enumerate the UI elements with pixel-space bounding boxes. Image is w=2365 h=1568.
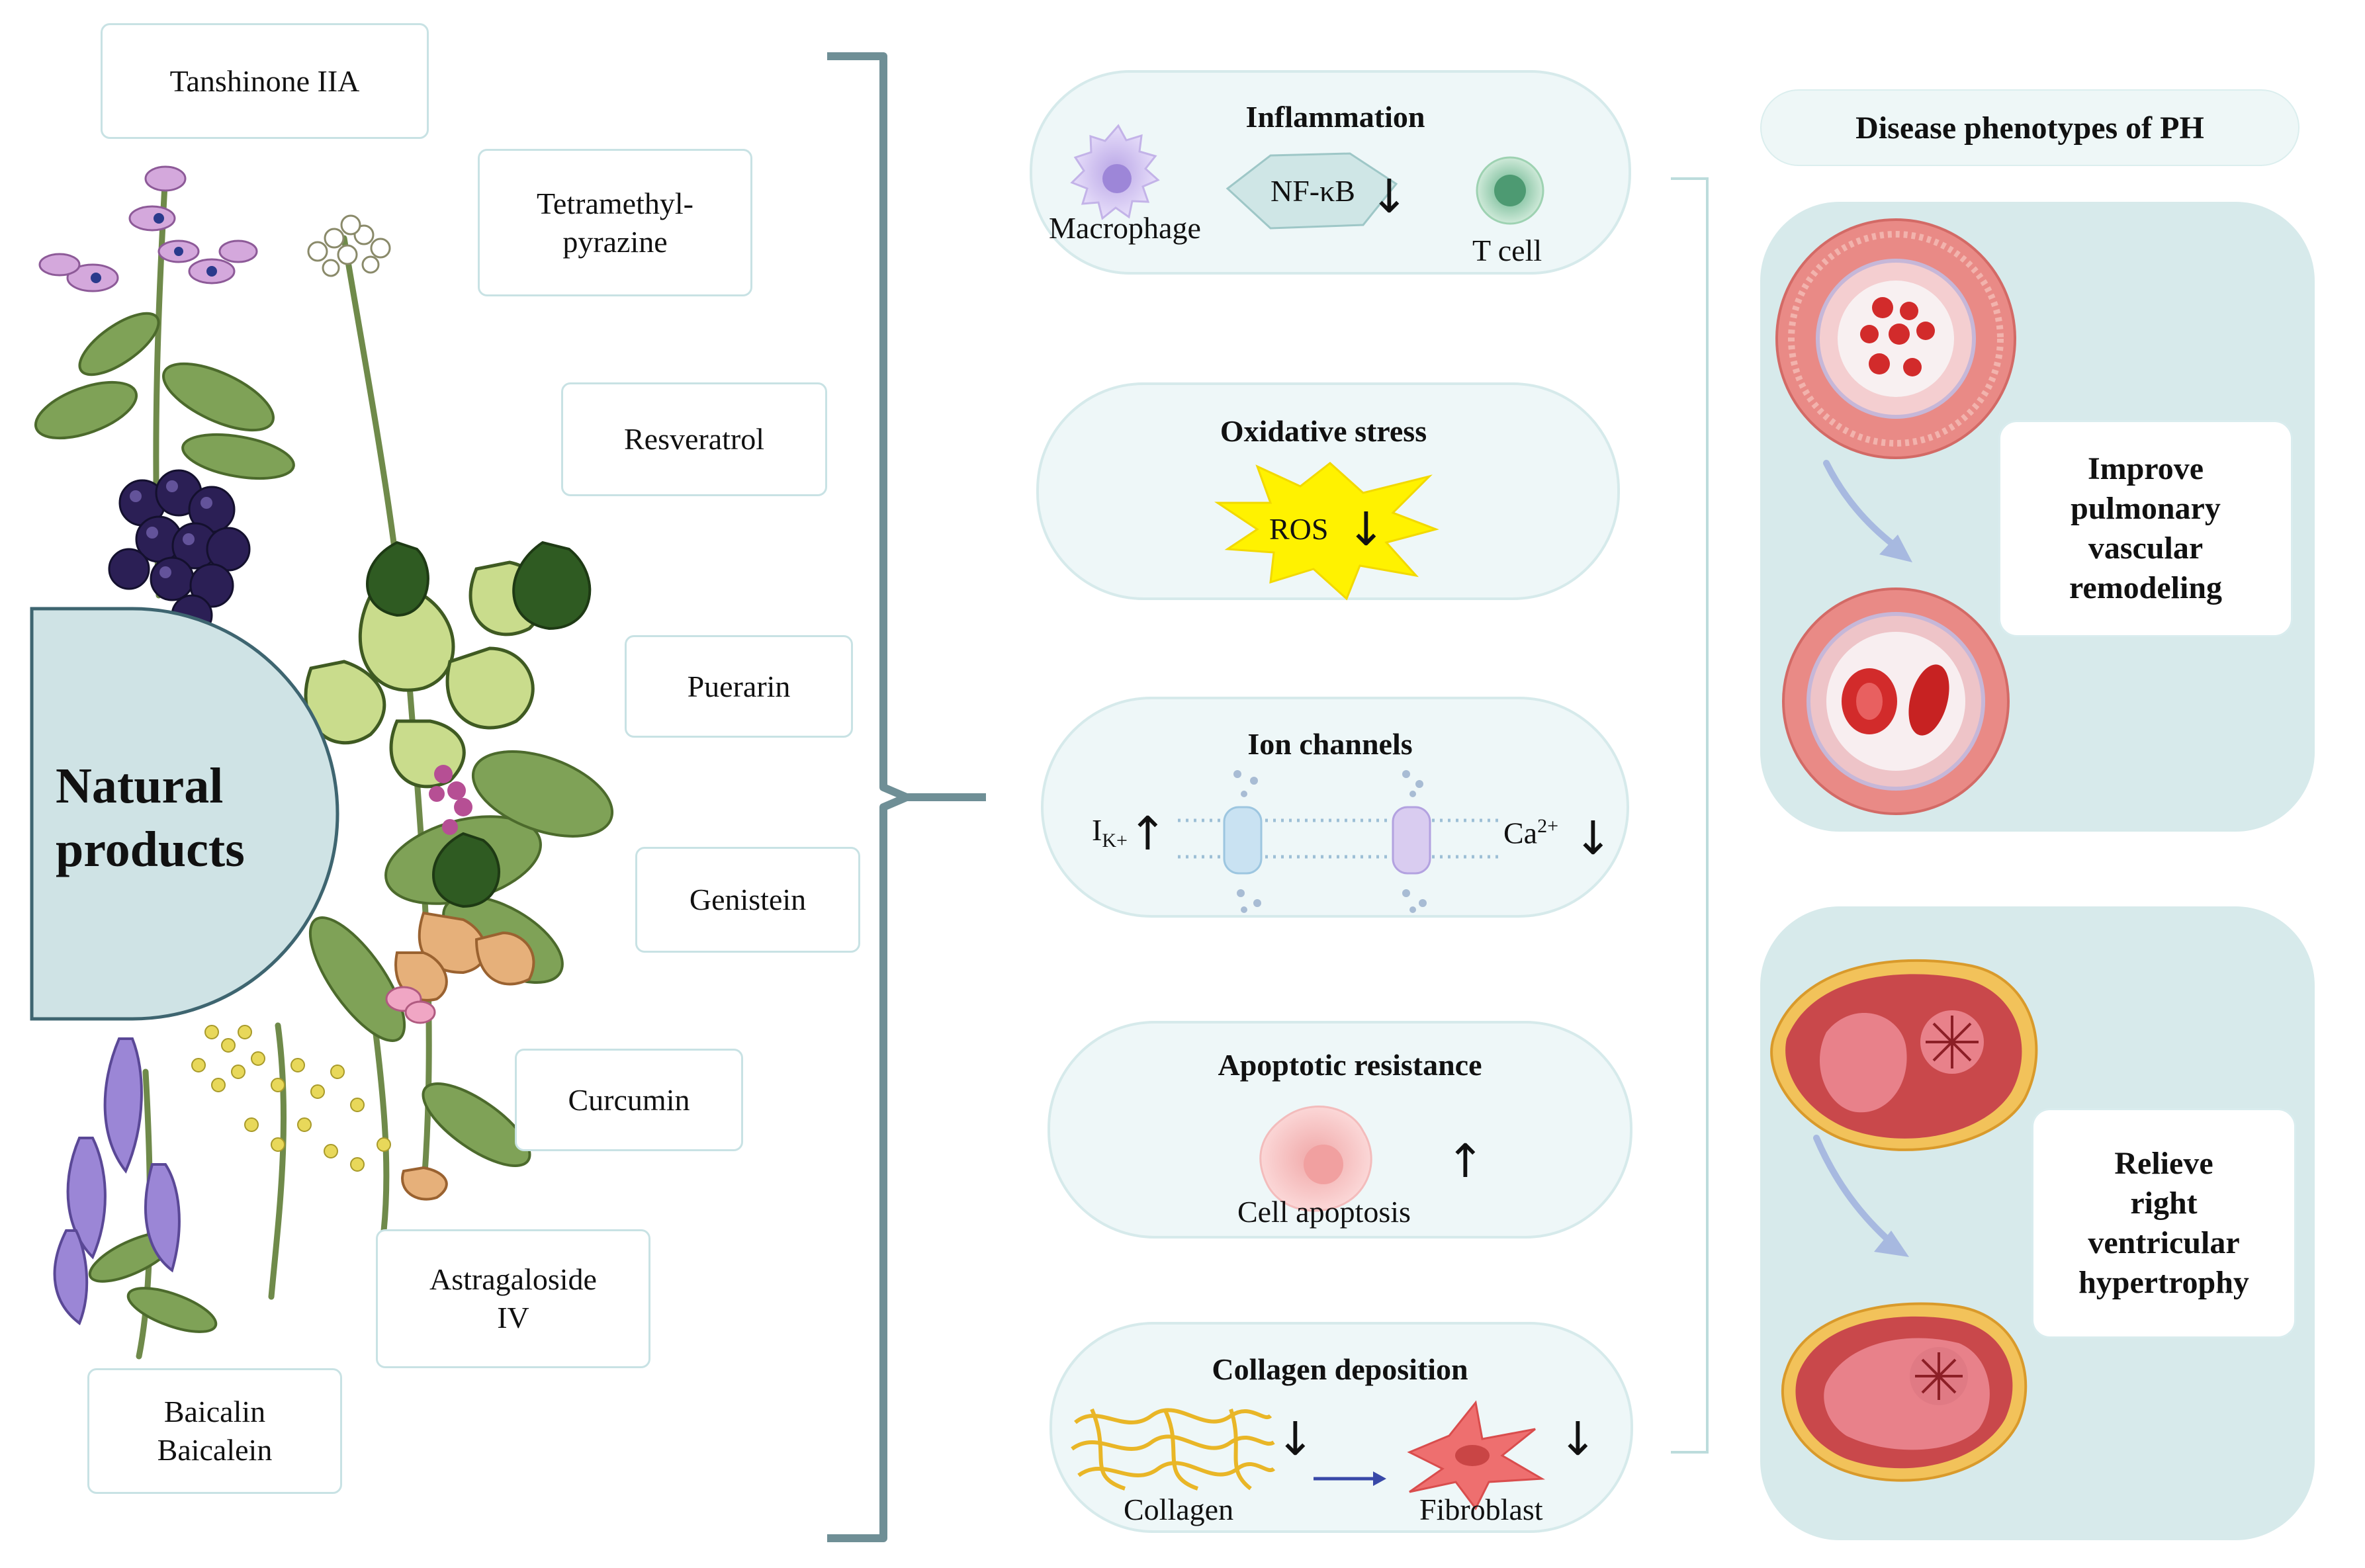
plant-illustrations	[34, 165, 614, 1360]
compound-label: Puerarin	[687, 669, 791, 703]
ion-channels-title: Ion channels	[1247, 727, 1413, 761]
ik-label: IK+	[1092, 812, 1128, 852]
compound-genistein-box: Genistein	[635, 847, 860, 953]
ik-subscript: K+	[1102, 830, 1128, 852]
compound-label: Baicalein	[157, 1433, 273, 1467]
compound-puerarin-box: Puerarin	[625, 635, 853, 738]
phenotype-line: Relieve	[2114, 1146, 2213, 1181]
compound-label: Baicalin	[163, 1395, 266, 1428]
phenotypes-header: Disease phenotypes of PH	[1760, 89, 2299, 166]
tcell-icon	[1476, 156, 1544, 225]
ik-symbol: I	[1092, 813, 1102, 847]
fibroblast-down-arrow: ↓	[1558, 1412, 1597, 1466]
phenotype-line: ventricular	[2088, 1225, 2240, 1260]
ros-burst-icon	[1214, 462, 1439, 601]
compound-label: Genistein	[689, 883, 807, 916]
collagen-down-arrow: ↓	[1276, 1412, 1315, 1466]
macrophage-icon	[1070, 124, 1160, 220]
tcell-label: T cell	[1472, 234, 1542, 267]
ventricular-hypertrophy-box: Relieve right ventricular hypertrophy	[2031, 1108, 2296, 1338]
compound-astragaloside-box: Astragaloside IV	[376, 1229, 650, 1368]
hypertrophic-heart-icon	[1770, 959, 2038, 1151]
ca-superscript: 2+	[1537, 815, 1559, 837]
fibroblast-label: Fibroblast	[1419, 1493, 1543, 1526]
grapes-icon	[108, 469, 251, 636]
compound-resveratrol-box: Resveratrol	[561, 382, 827, 496]
nfkb-down-arrow: ↓	[1370, 169, 1409, 224]
inflammation-title: Inflammation	[1245, 100, 1425, 134]
natural-products-title: Natural products	[56, 758, 245, 877]
collagen-label: Collagen	[1124, 1493, 1234, 1526]
fibroblast-nucleus	[1455, 1445, 1490, 1466]
cell-apoptosis-label: Cell apoptosis	[1237, 1195, 1411, 1229]
phenotype-line: Improve	[2087, 451, 2204, 486]
apoptotic-resistance-title: Apoptotic resistance	[1218, 1048, 1482, 1082]
remodeled-vessel-icon	[1775, 218, 2016, 459]
nfkb-shape	[1226, 152, 1398, 230]
apoptosis-up-arrow: ↑	[1446, 1134, 1485, 1188]
phenotype-line: vascular	[2088, 531, 2204, 566]
relieved-heart-icon	[1781, 1302, 2028, 1482]
oxidative-stress-title: Oxidative stress	[1220, 414, 1427, 448]
collagen-to-fibroblast-arrow	[1314, 1471, 1386, 1486]
ca-symbol: Ca	[1503, 816, 1538, 850]
vessel-improve-arrow	[1823, 460, 1912, 562]
compound-label: Tetramethyl-	[537, 186, 693, 220]
ros-label: ROS	[1269, 512, 1329, 546]
collagen-deposition-title: Collagen deposition	[1212, 1352, 1468, 1386]
ros-down-arrow: ↓	[1347, 502, 1386, 556]
compound-label: Resveratrol	[623, 422, 765, 456]
ca-down-arrow: ↓	[1574, 811, 1613, 865]
nfkb-label: NF-κB	[1271, 174, 1355, 208]
healthy-vessel-icon	[1782, 588, 2010, 815]
natural-products-semicircle	[30, 607, 339, 1021]
mechanism-pills	[1030, 70, 1633, 1533]
phenotype-bracket	[1671, 177, 1709, 1454]
ik-up-arrow: ↑	[1128, 806, 1167, 861]
vascular-remodeling-box: Improve pulmonary vascular remodeling	[1998, 420, 2293, 637]
compound-label: IV	[497, 1301, 529, 1334]
compound-label: Astragaloside	[429, 1262, 597, 1296]
compound-curcumin-box: Curcumin	[515, 1049, 743, 1151]
main-bracket	[827, 52, 986, 1542]
ca-label: Ca2+	[1503, 815, 1558, 850]
ion-channel-membrane	[1178, 770, 1502, 913]
macrophage-label: Macrophage	[1049, 211, 1201, 245]
compound-baicalin-box: Baicalin Baicalein	[87, 1368, 342, 1494]
apoptotic-cell-icon	[1259, 1106, 1372, 1212]
compound-label: Curcumin	[568, 1082, 690, 1117]
compound-label: Tanshinone IIA	[169, 64, 360, 98]
compound-label: pyrazine	[562, 224, 668, 259]
phenotype-line: remodeling	[2069, 570, 2223, 605]
compound-tanshinone-box: Tanshinone IIA	[101, 23, 429, 139]
heart-relieve-arrow	[1813, 1135, 1909, 1257]
collagen-icon	[1071, 1408, 1276, 1491]
phenotype-line: pulmonary	[2071, 491, 2221, 526]
phenotype-line: hypertrophy	[2078, 1265, 2249, 1300]
phenotype-line: right	[2130, 1186, 2198, 1221]
compound-tetramethylpyrazine-box: Tetramethyl- pyrazine	[478, 149, 752, 296]
